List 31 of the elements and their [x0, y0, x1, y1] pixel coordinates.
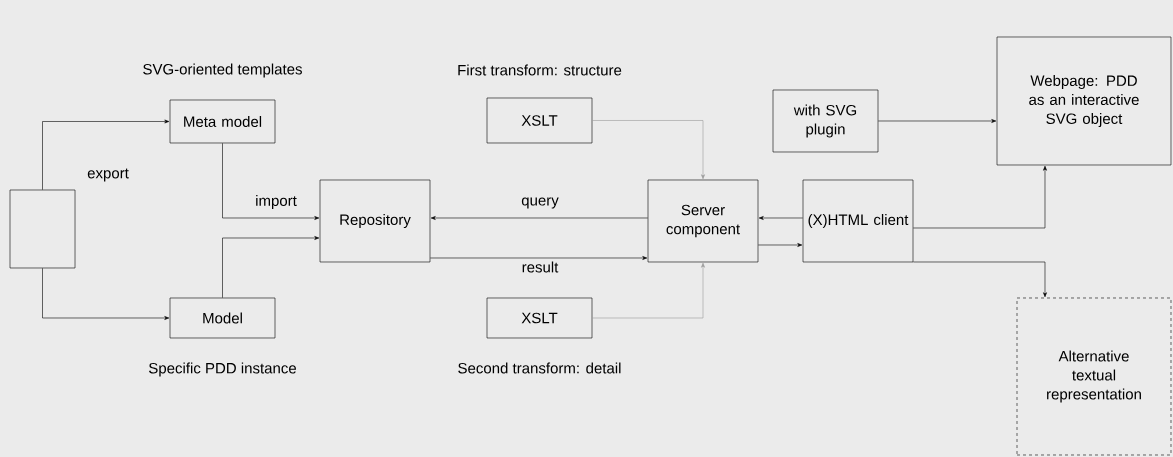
process-box: Meta model	[169, 99, 276, 144]
arrow	[42, 268, 170, 320]
edge-label: result	[520, 260, 560, 274]
arrow	[592, 262, 705, 319]
arrow	[592, 120, 705, 180]
arrow	[430, 256, 648, 260]
node-label: SVG-oriented templates	[143, 63, 302, 78]
process-box: with SVG plugin	[772, 89, 879, 153]
edge-label: query	[520, 196, 560, 210]
process-box: Alternative textual representation	[1016, 297, 1172, 456]
arrow	[758, 216, 803, 220]
arrow	[222, 236, 320, 298]
node-label: Second transform: detail	[458, 362, 621, 374]
node-label: Specific PDD instance	[149, 362, 296, 377]
empty-box	[9, 189, 76, 269]
arrow	[913, 261, 1047, 298]
arrow	[222, 143, 320, 220]
process-box: XSLT	[486, 297, 593, 339]
process-box: Webpage: PDD as an interactive SVG object	[996, 36, 1172, 166]
arrow	[430, 216, 648, 220]
process-box: Repository	[319, 179, 431, 263]
process-box: XSLT	[486, 97, 593, 144]
process-box: Model	[169, 297, 276, 339]
arrow	[758, 243, 803, 247]
process-box: (X)HTML client	[802, 179, 914, 263]
arrow	[878, 119, 997, 123]
arrow	[42, 119, 170, 190]
node-label: First transform: structure	[458, 64, 622, 76]
arrow	[913, 165, 1047, 229]
process-box: Server component	[647, 179, 759, 263]
edge-label: import	[254, 194, 298, 210]
